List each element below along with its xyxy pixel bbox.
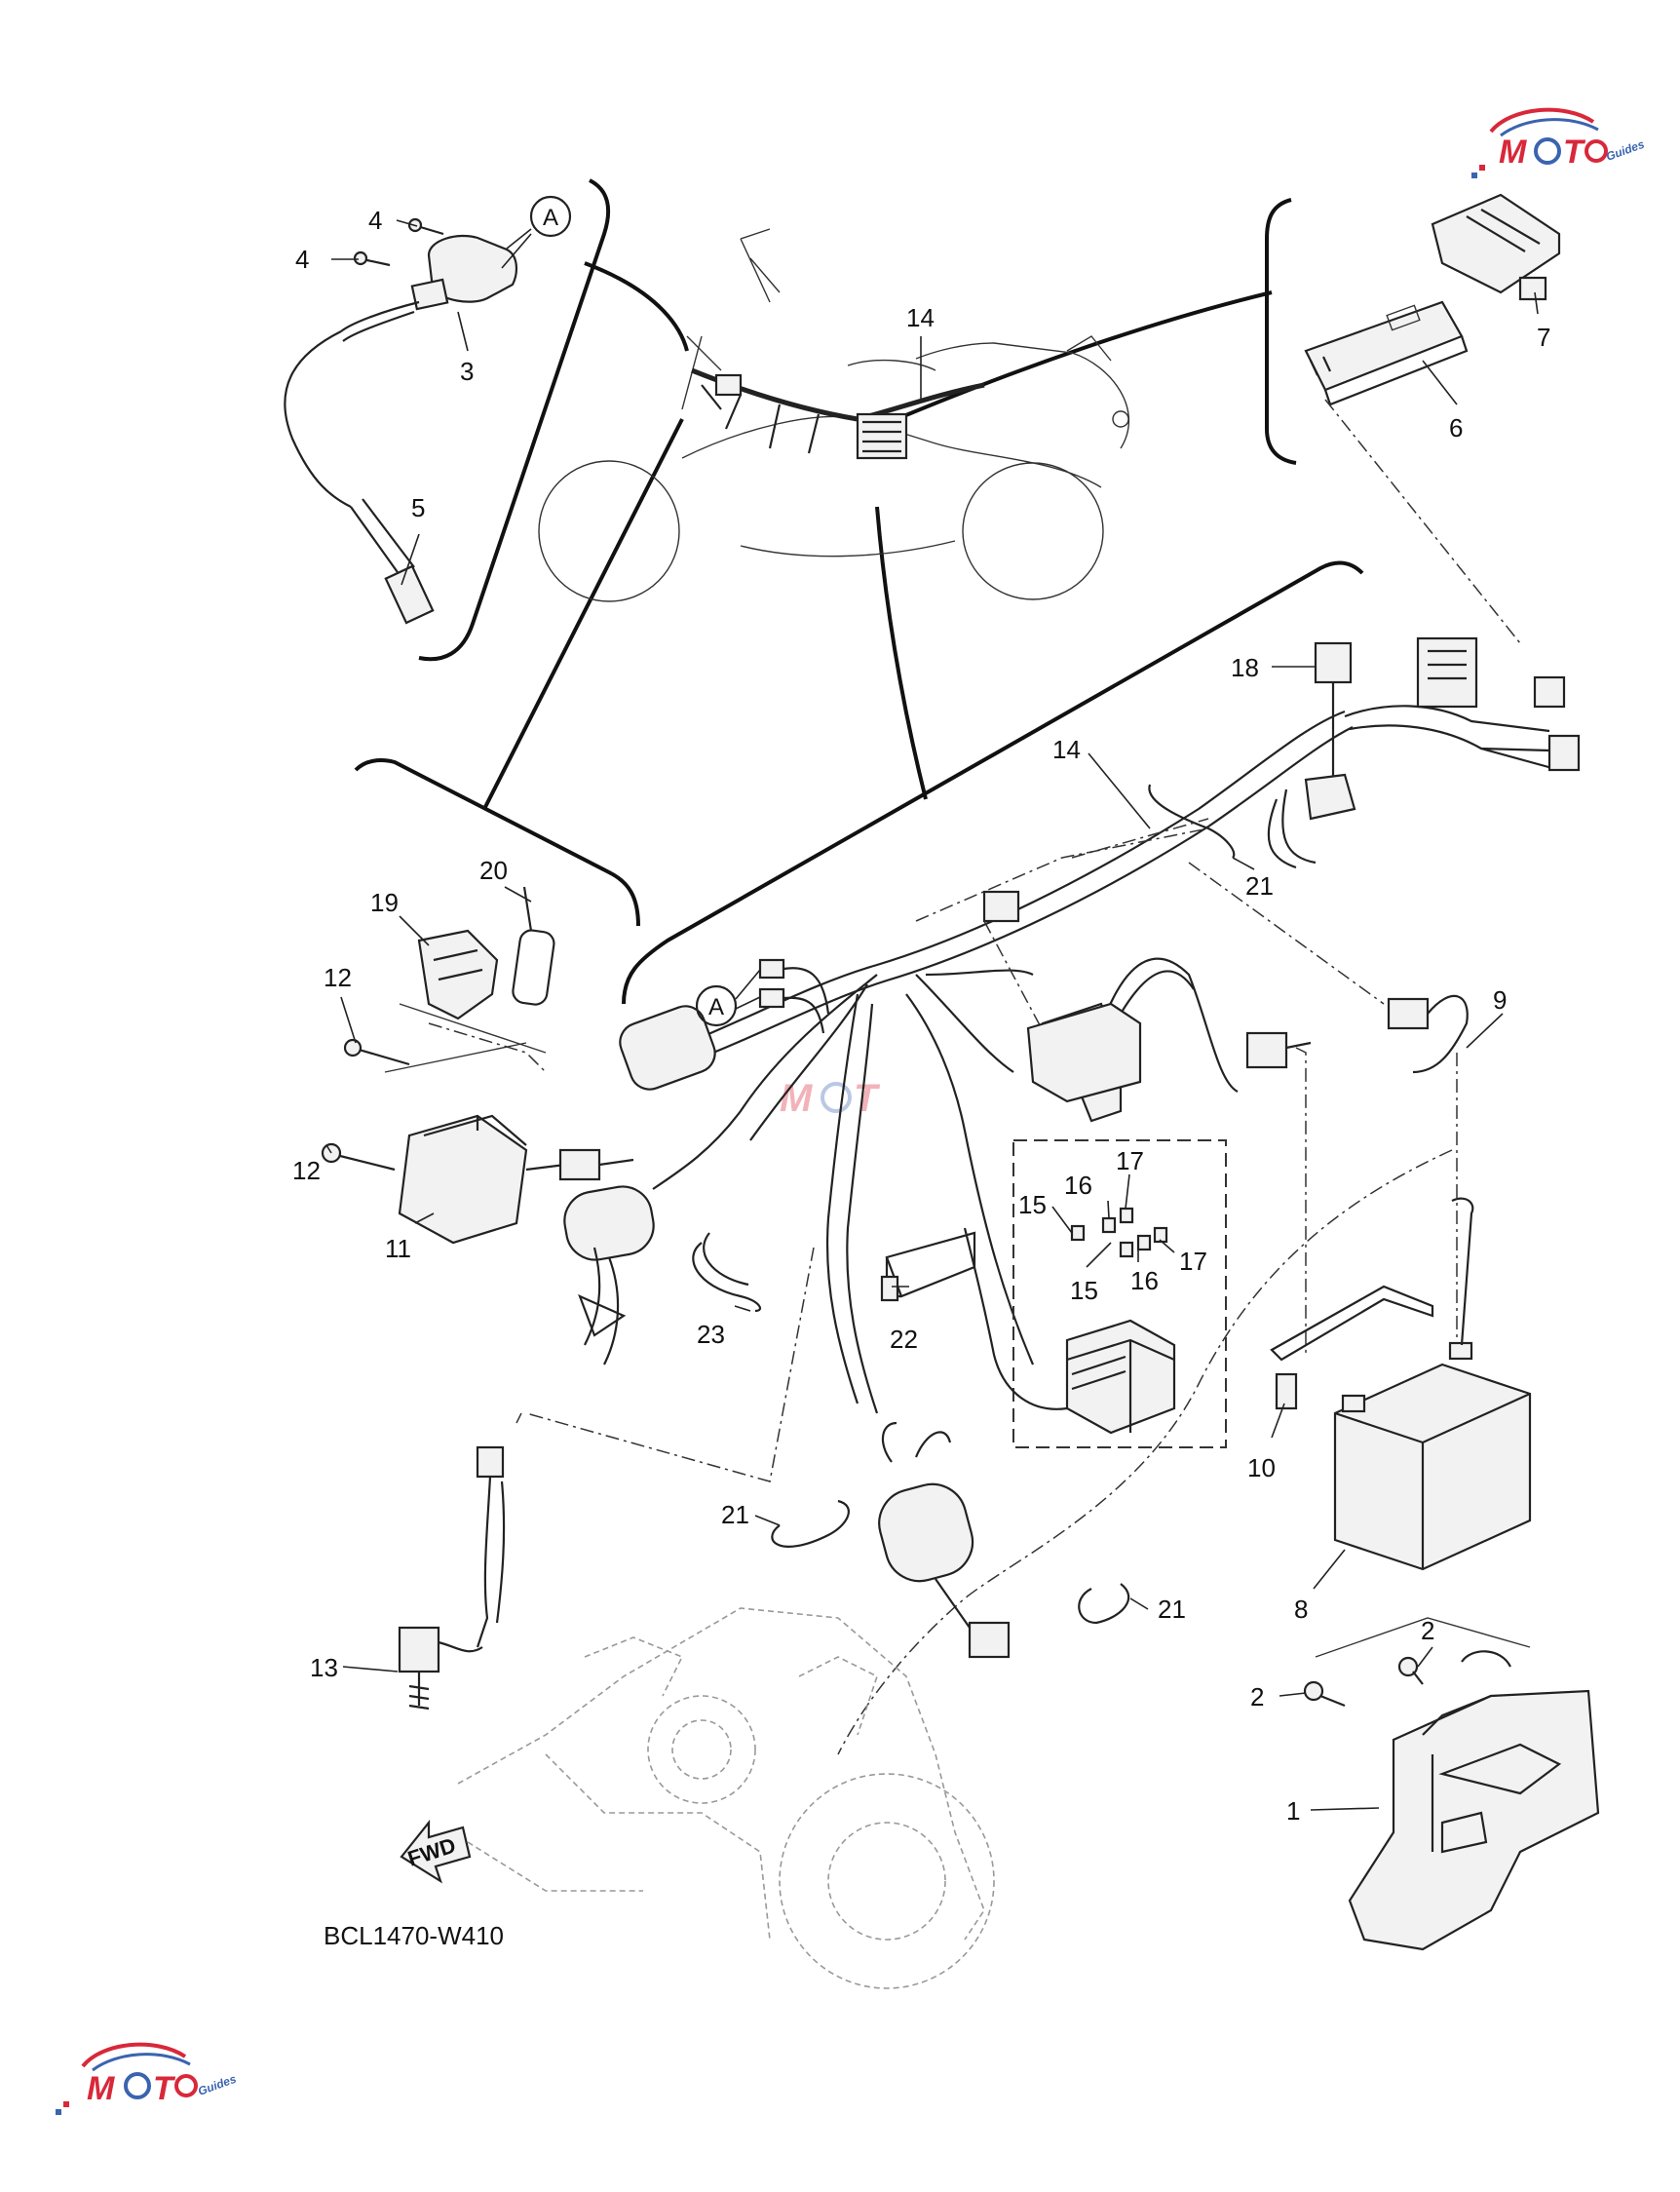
sensor-13 [398, 1445, 506, 1711]
bracket-link-down-left [483, 418, 684, 808]
callout-5: 5 [411, 493, 425, 522]
leader-harness-to-14b [915, 827, 1209, 922]
ref-letter-harness: A [708, 994, 724, 1020]
ecu-bracket [1431, 193, 1561, 301]
coil-bolt-lower [353, 250, 391, 267]
leader-battery-cable [1295, 1047, 1307, 1355]
callout-3: 3 [460, 357, 474, 386]
coil-bolt-upper [407, 217, 444, 236]
callout-2a: 2 [1421, 1616, 1434, 1645]
inset-bracket-ecu [1265, 198, 1297, 465]
main-wire-harness [563, 636, 1581, 1414]
battery [1333, 1341, 1532, 1571]
spark-plug-lead [284, 330, 435, 625]
condenser-plug [878, 1421, 1011, 1659]
ref-leader-top [501, 228, 532, 269]
wire-clamp-21-left [771, 1499, 850, 1548]
callout-10: 10 [1247, 1453, 1276, 1482]
wire-clamp-21-right [1078, 1583, 1130, 1625]
svg-text:Guides: Guides [196, 2072, 238, 2098]
callout-20: 20 [479, 856, 508, 885]
regulator-bolt-upper [343, 1038, 410, 1066]
callout-13: 13 [310, 1653, 338, 1682]
battery-band [1270, 1285, 1434, 1410]
ref-circle-top: A [529, 195, 572, 238]
watermark-logo-bottom-left: M T Guides [56, 2042, 239, 2115]
inset-bracket-ignition-coil [418, 178, 611, 662]
bracket-link-down-center [875, 506, 928, 800]
svg-text:Guides: Guides [1604, 137, 1646, 164]
callout-15a: 15 [1018, 1190, 1047, 1219]
leader-connector-19 [428, 1022, 547, 1073]
bracket-link-top-right [896, 290, 1273, 421]
forward-arrow: FWD [400, 1819, 472, 1884]
watermark-logo-top-right: M T Guides [1471, 107, 1647, 178]
harness-band-22 [880, 1231, 976, 1302]
callout-9: 9 [1493, 985, 1507, 1015]
ecu-dash-leader [1324, 399, 1521, 644]
battery-box-bolt-lower [1303, 1680, 1346, 1708]
callout-15b: 15 [1070, 1276, 1098, 1305]
callout-16b: 16 [1130, 1266, 1159, 1295]
fuse-group-box [1012, 1139, 1227, 1448]
callout-8: 8 [1294, 1595, 1308, 1624]
callout-numbers: 1 2 2 3 4 4 5 6 7 8 9 10 11 12 12 13 14 … [292, 206, 1550, 1826]
callout-6: 6 [1449, 413, 1463, 442]
svg-text:M: M [780, 1077, 814, 1120]
callout-16a: 16 [1064, 1171, 1092, 1200]
callout-21c: 21 [1158, 1595, 1186, 1624]
callout-23: 23 [697, 1320, 725, 1349]
callout-4b: 4 [295, 245, 309, 274]
ref-letter-top: A [543, 205, 558, 231]
bracket-link-top-left [584, 261, 689, 352]
leader-harness-to-13 [525, 1247, 815, 1482]
battery-cable [1451, 1197, 1474, 1346]
svg-text:T: T [854, 1077, 881, 1120]
inset-bracket-left [354, 758, 640, 927]
rectifier-regulator [398, 1114, 634, 1245]
callout-1: 1 [1286, 1796, 1300, 1826]
engine-outline [457, 1607, 995, 1989]
ref-leader-harness [735, 969, 761, 1010]
svg-text:T: T [153, 2070, 176, 2107]
regulator-bolt-lower [321, 1142, 396, 1172]
callout-17b: 17 [1179, 1247, 1207, 1276]
wire-clamp-23 [692, 1232, 762, 1313]
leader-harness-top-branch [1188, 862, 1385, 1005]
callout-18: 18 [1231, 653, 1259, 682]
ecu-unit [1304, 300, 1469, 406]
callout-leaders [325, 219, 1539, 1811]
starter-relay [1026, 1002, 1142, 1103]
inset-bracket-harness-upper [622, 560, 1364, 1005]
callout-22: 22 [890, 1325, 918, 1354]
callout-11: 11 [385, 1234, 411, 1263]
callout-12b: 12 [292, 1156, 321, 1185]
callout-2b: 2 [1250, 1682, 1264, 1711]
fuse-box [963, 1227, 1176, 1435]
leader-connector-13 [515, 1412, 522, 1424]
callout-17a: 17 [1116, 1146, 1144, 1175]
callout-21a: 21 [1245, 871, 1274, 901]
ref-circle-harness: A [695, 984, 738, 1027]
svg-text:M: M [1499, 134, 1527, 171]
callout-19: 19 [370, 888, 399, 917]
battery-box-bolt-upper [1397, 1656, 1424, 1685]
callout-14b: 14 [1052, 735, 1081, 764]
callout-4a: 4 [368, 206, 382, 235]
motorcycle-harness [691, 367, 985, 460]
diagram-code: BCL1470-W410 [324, 1921, 504, 1950]
svg-text:M: M [87, 2070, 115, 2107]
battery-box [1315, 1617, 1600, 1951]
regulator-bracket [384, 929, 547, 1073]
callout-21b: 21 [721, 1500, 749, 1529]
ignition-coil [340, 234, 518, 342]
watermark-logo-center: M T [780, 1077, 881, 1120]
svg-text:T: T [1563, 134, 1586, 171]
callout-14a: 14 [906, 303, 935, 332]
callout-7: 7 [1537, 323, 1550, 352]
callout-12a: 12 [324, 963, 352, 992]
fuses [1070, 1207, 1168, 1258]
rubber-band [512, 886, 555, 1006]
